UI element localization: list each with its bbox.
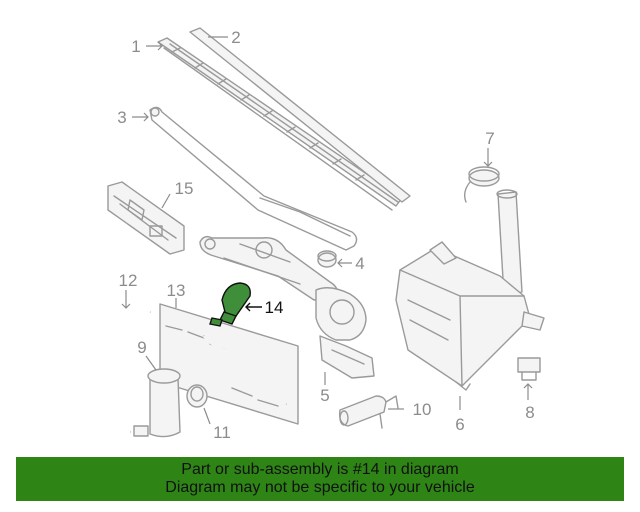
banner-line-disclaimer: Diagram may not be specific to your vehi… — [165, 479, 475, 496]
callout-7: 7 — [485, 129, 494, 148]
leader-lines — [121, 36, 533, 425]
hose-kit-part-13[interactable] — [159, 303, 299, 425]
callout-2: 2 — [231, 28, 240, 47]
wiper-linkage — [199, 235, 338, 301]
parts-diagram: 1 2 3 15 7 4 12 13 14 9 5 10 11 6 8 — [97, 27, 545, 442]
callout-4: 4 — [355, 254, 364, 273]
callout-8: 8 — [525, 403, 534, 422]
callout-5: 5 — [320, 386, 329, 405]
reservoir-cap-part-7[interactable] — [463, 166, 500, 203]
callout-1: 1 — [131, 37, 140, 56]
washer-pump-part-9[interactable] — [133, 368, 181, 438]
washer-nozzle-part-10[interactable] — [338, 395, 399, 429]
washer-reservoir-part-6[interactable] — [395, 189, 545, 391]
info-banner: Part or sub-assembly is #14 in diagram D… — [16, 457, 624, 501]
grommet-part-11[interactable] — [186, 384, 208, 408]
washer-hose-part-12[interactable] — [97, 307, 151, 435]
callout-14: 14 — [265, 298, 284, 317]
wiper-motor-part-5[interactable] — [315, 287, 375, 379]
callout-9: 9 — [137, 338, 146, 357]
clip-part-8[interactable] — [517, 357, 541, 381]
banner-line-part-number: Part or sub-assembly is #14 in diagram — [181, 461, 459, 478]
wiper-arm-part-3[interactable] — [149, 106, 358, 251]
callout-11: 11 — [213, 423, 231, 442]
blade-refill-part-2[interactable] — [189, 27, 411, 203]
callout-15: 15 — [175, 179, 194, 198]
callout-13: 13 — [167, 281, 186, 300]
pivot-cap-part-4[interactable] — [317, 250, 337, 268]
cowl-piece-part-15[interactable] — [107, 181, 185, 255]
wiper-blade-part-1[interactable] — [157, 37, 403, 211]
callout-6: 6 — [455, 415, 464, 434]
callout-10: 10 — [413, 400, 432, 419]
callout-3: 3 — [117, 108, 126, 127]
pivot-cover-part-14[interactable] — [209, 282, 251, 327]
callout-12: 12 — [119, 271, 138, 290]
